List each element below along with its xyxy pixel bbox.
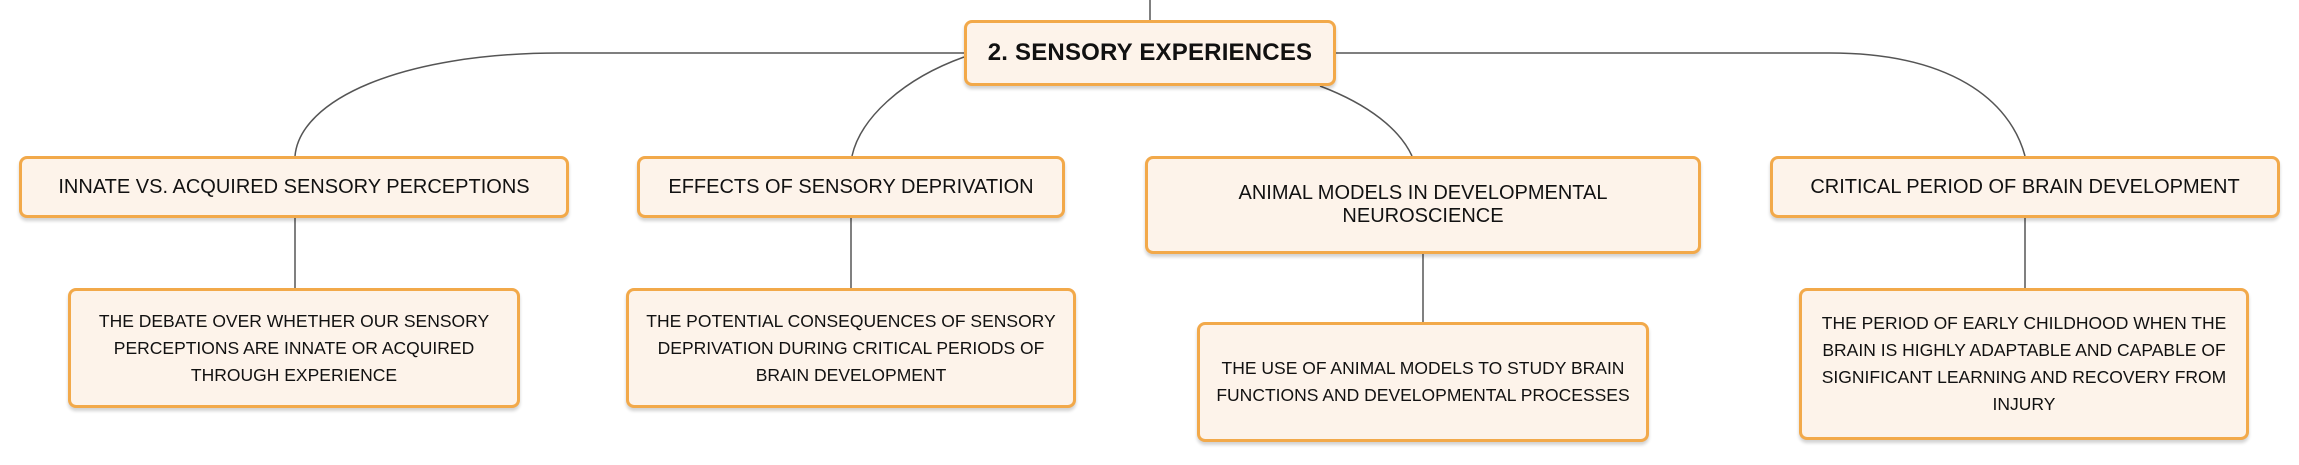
detail-critical-period[interactable]: THE PERIOD OF EARLY CHILDHOOD WHEN THE B… [1799,288,2249,440]
detail-innate-vs-acquired[interactable]: THE DEBATE OVER WHETHER OUR SENSORY PERC… [68,288,520,408]
connector-root-to-branch-4 [1336,52,2026,157]
connector-root-to-branch-2 [851,56,965,157]
detail-sensory-deprivation[interactable]: THE POTENTIAL CONSEQUENCES OF SENSORY DE… [626,288,1076,408]
topic-animal-models[interactable]: ANIMAL MODELS IN DEVELOPMENTAL NEUROSCIE… [1145,156,1701,254]
detail-animal-models[interactable]: THE USE OF ANIMAL MODELS TO STUDY BRAIN … [1197,322,1649,442]
topic-critical-period[interactable]: CRITICAL PERIOD OF BRAIN DEVELOPMENT [1770,156,2280,218]
connector-root-to-branch-3 [1319,85,1413,157]
root-node[interactable]: 2. SENSORY EXPERIENCES [964,20,1336,86]
topic-innate-vs-acquired[interactable]: INNATE VS. ACQUIRED SENSORY PERCEPTIONS [19,156,569,218]
connector-root-to-branch-1 [294,52,964,157]
topic-sensory-deprivation[interactable]: EFFECTS OF SENSORY DEPRIVATION [637,156,1065,218]
